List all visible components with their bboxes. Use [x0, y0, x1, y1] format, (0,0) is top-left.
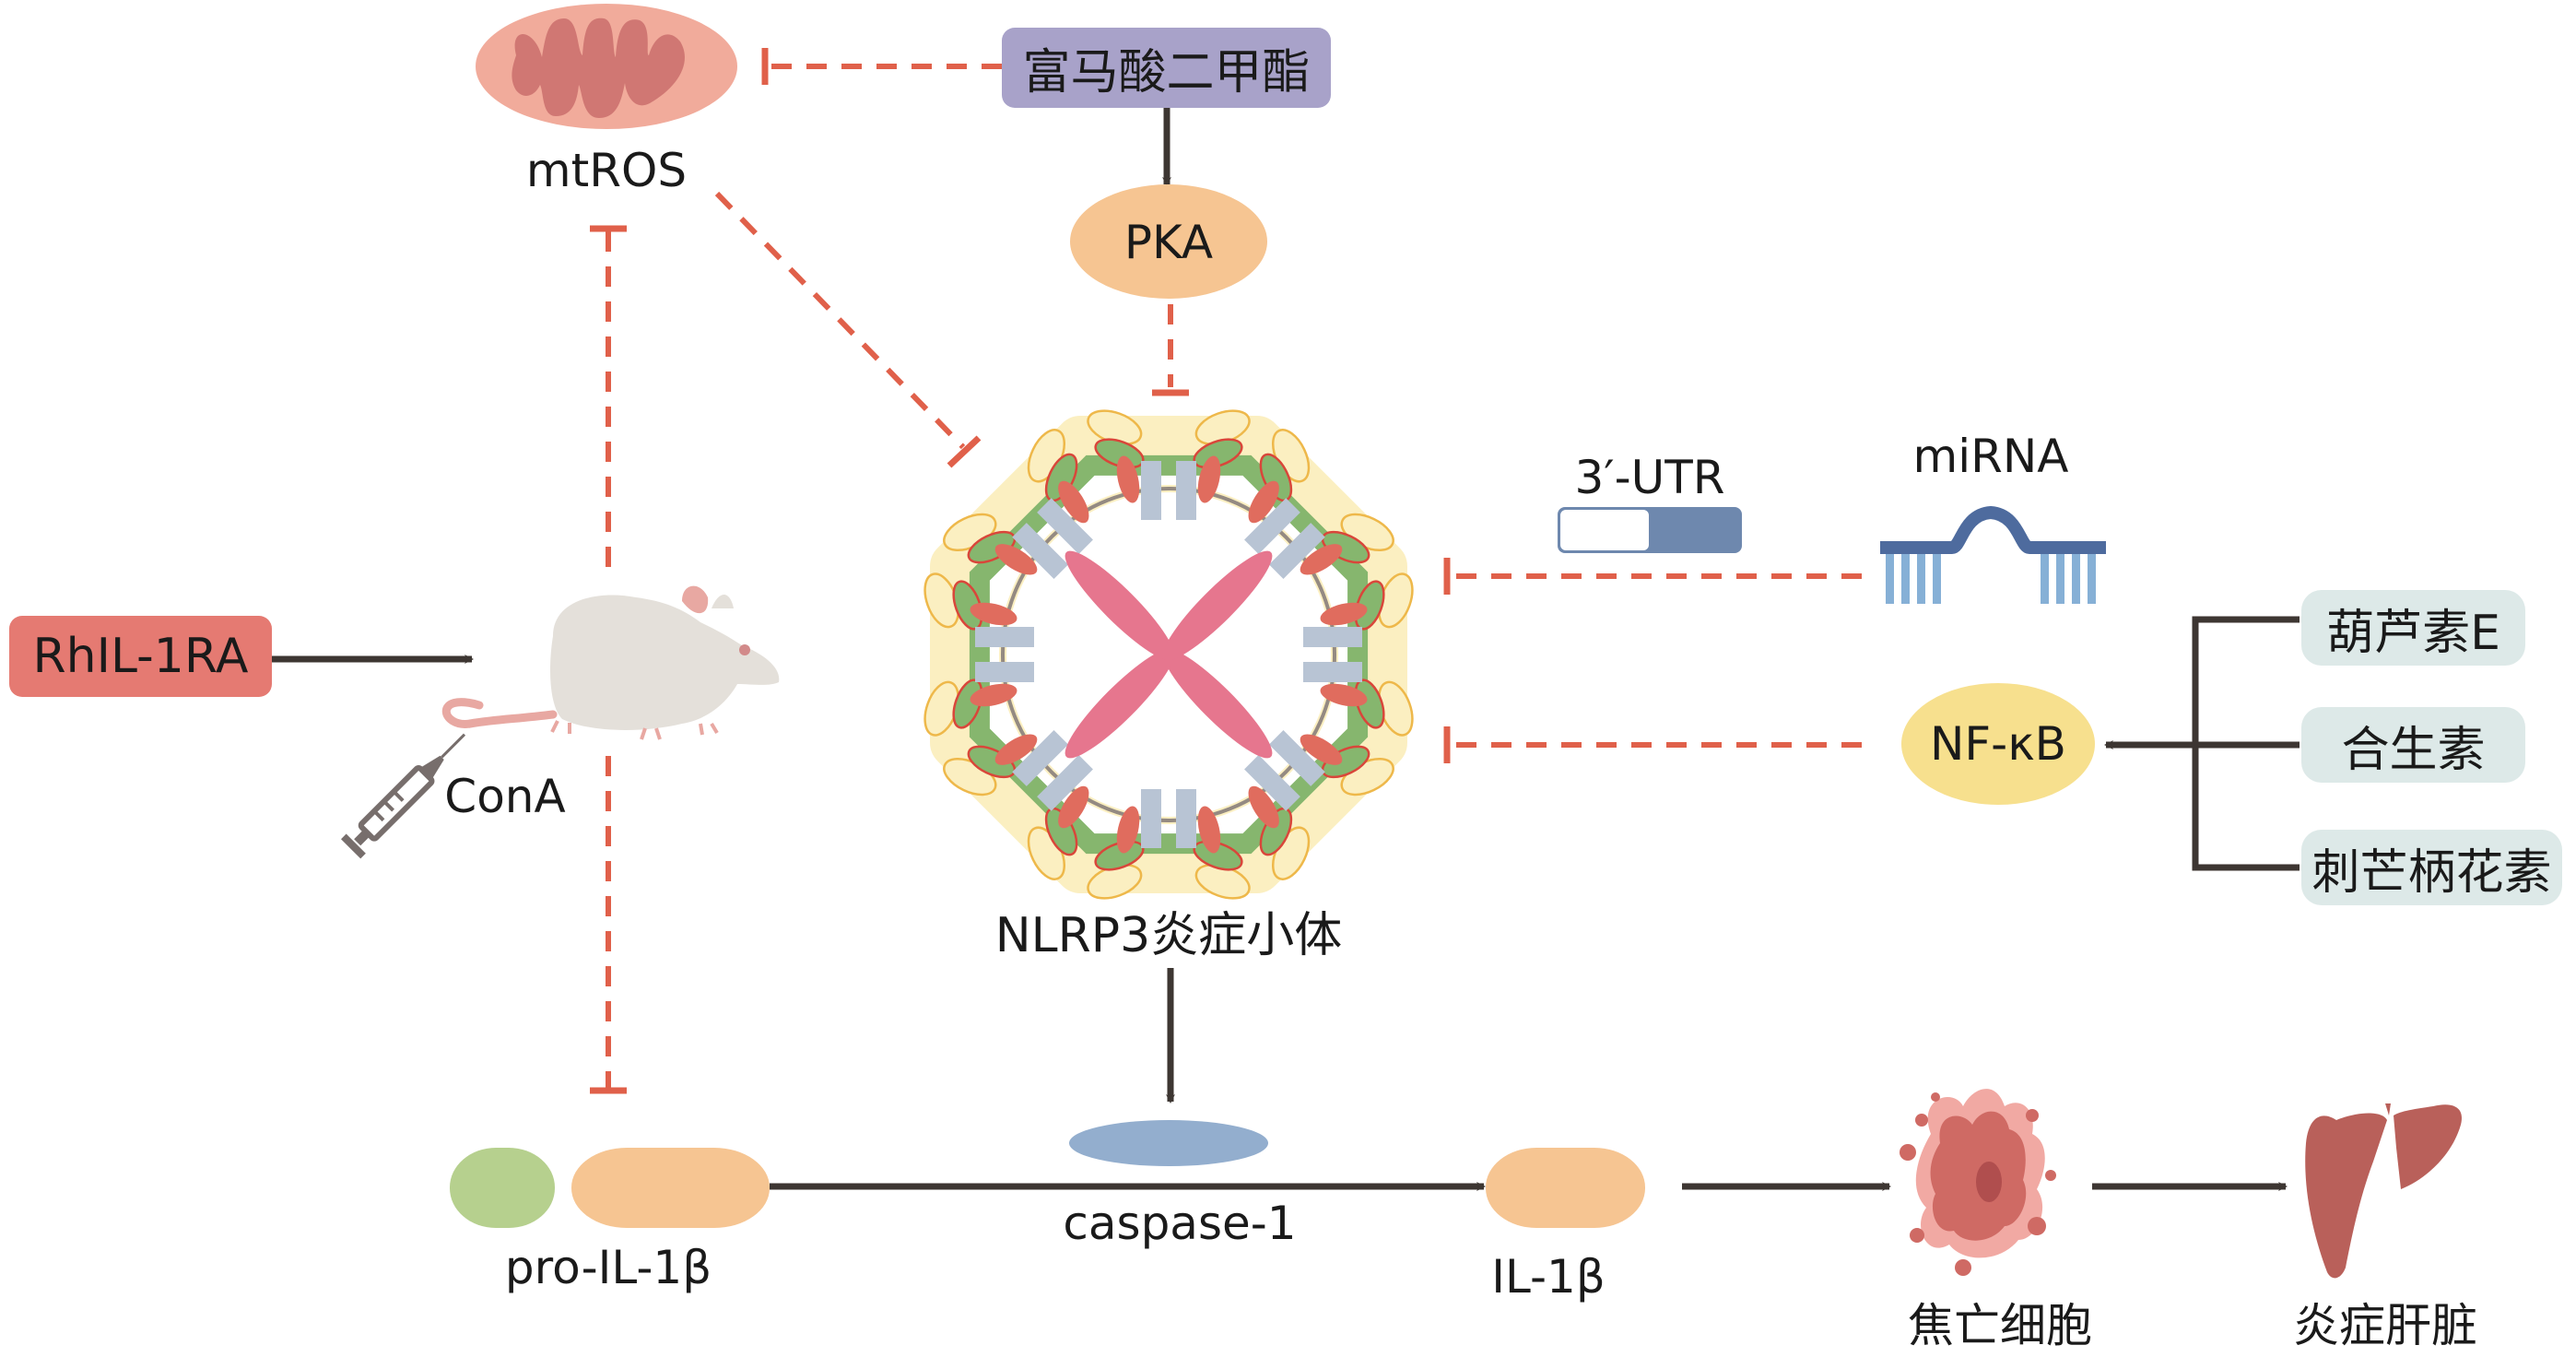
nlrp3-inflammasome-icon	[923, 409, 1414, 900]
pka-node	[1070, 184, 1267, 299]
compound-label: 葫芦素E	[2326, 605, 2500, 661]
mirna-label: miRNA	[1912, 430, 2069, 483]
pyroptotic-cell-icon	[1900, 1089, 2056, 1276]
pro-il1b-label: pro-IL-1β	[504, 1241, 712, 1294]
pka-label: PKA	[1123, 216, 1214, 269]
compound-label: 刺芒柄花素	[2311, 844, 2552, 901]
dmf-node: 富马酸二甲酯	[1002, 28, 1331, 108]
utr-icon	[1558, 507, 1742, 553]
caspase1-node	[1069, 1120, 1268, 1166]
pyroptotic-cell-label: 焦亡细胞	[1908, 1299, 2092, 1352]
rhil1ra-label: RhIL-1RA	[32, 629, 249, 684]
compound-label: 合生素	[2341, 722, 2486, 778]
edge-mtros-inhibits-nlrp3	[714, 191, 966, 450]
nfkb-node	[1901, 683, 2095, 805]
liver-icon	[2305, 1103, 2462, 1279]
il1b-label: IL-1β	[1491, 1250, 1606, 1304]
caspase1-label: caspase-1	[1063, 1197, 1297, 1250]
mitochondrion-icon	[476, 4, 737, 129]
dmf-label: 富马酸二甲酯	[1022, 45, 1311, 100]
il1b-node	[1486, 1148, 1645, 1228]
syringe-icon	[340, 733, 466, 859]
pro-il1b-icon	[450, 1148, 770, 1228]
mouse-icon	[441, 585, 780, 740]
compound-synbiotic: 合生素	[2301, 707, 2525, 783]
nlrp3-label: NLRP3炎症小体	[994, 908, 1343, 963]
compound-formononetin: 刺芒柄花素	[2301, 830, 2562, 905]
cona-label: ConA	[444, 770, 566, 823]
nfkb-label: NF-κB	[1930, 717, 2066, 771]
inflamed-liver-label: 炎症肝脏	[2293, 1299, 2477, 1352]
inhibit-bar-mtros-nlrp3	[947, 435, 982, 468]
rhil1ra-node: RhIL-1RA	[9, 616, 272, 697]
compound-cucurbitacin-e: 葫芦素E	[2301, 590, 2525, 666]
mirna-icon	[1880, 505, 2106, 604]
utr-label: 3′-UTR	[1574, 451, 1725, 504]
mtros-label: mtROS	[525, 144, 688, 197]
